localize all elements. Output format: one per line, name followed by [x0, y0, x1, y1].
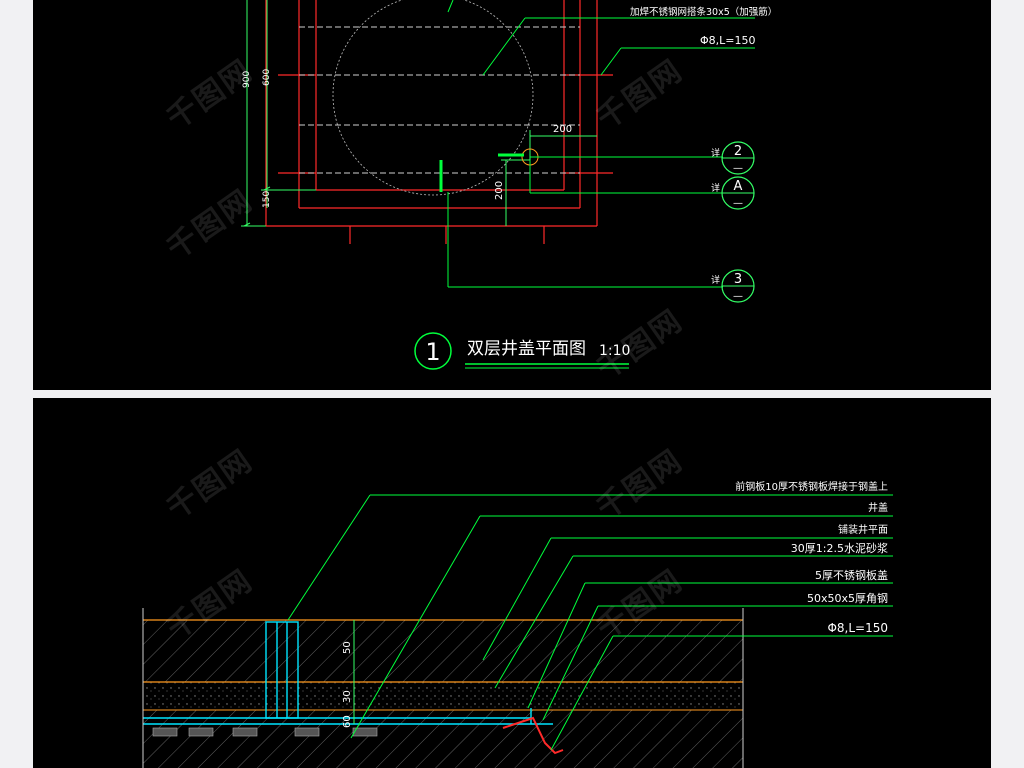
- callout-steel-cover: 5厚不锈钢板盖: [815, 568, 888, 582]
- title-text: 双层井盖平面图: [467, 339, 586, 359]
- callout-rebar: Φ8,L=150: [700, 34, 756, 47]
- base-layer: [143, 710, 743, 768]
- detail-marker-3: 详 3 —: [711, 269, 755, 303]
- detail-marker-prefix: 详: [711, 182, 720, 194]
- callout-top-plate: 前钢板10厚不锈钢板焊接于钢盖上: [735, 480, 888, 493]
- left-dimensions: [241, 0, 316, 227]
- detail-marker-top: A: [734, 179, 743, 194]
- dim-50: 50: [342, 641, 353, 654]
- steel-plates: [143, 621, 553, 725]
- callout-rebar-section: Φ8,L=150: [827, 621, 888, 635]
- title-scale: 1:10: [599, 343, 630, 359]
- plan-view-panel: 900 600 150 200 200 加焊不锈钢网搭条30x5（加强筋）: [33, 0, 991, 390]
- detail-marker-a: 详 A —: [711, 176, 755, 210]
- section-leaders: [287, 494, 893, 751]
- callout-stainless-frame: 加焊不锈钢网搭条30x5（加强筋）: [630, 6, 777, 18]
- detail-marker-2: 详 2 —: [711, 141, 755, 175]
- dim-200-vertical: 200: [494, 181, 505, 200]
- plan-view-drawing: 900 600 150 200 200 加焊不锈钢网搭条30x5（加强筋）: [241, 0, 777, 370]
- title-number: 1: [425, 338, 440, 366]
- detail-marker-prefix: 详: [711, 274, 720, 286]
- paving-layer: [143, 620, 743, 682]
- title-number-circle: [414, 332, 452, 370]
- drawing-title: 1 双层井盖平面图 1:10: [414, 332, 630, 370]
- dim-150: 150: [262, 191, 272, 208]
- detail-marker-bottom: —: [733, 198, 743, 209]
- manhole-opening: [332, 0, 534, 196]
- plan-leaders: [447, 0, 755, 288]
- dim-200-horizontal: 200: [553, 124, 572, 135]
- detail-marker-prefix: 详: [711, 147, 720, 159]
- mortar-layer: [143, 682, 743, 710]
- dim-60: 60: [342, 715, 353, 728]
- section-view-drawing: 50 30 60 前钢板10厚不锈钢板焊接于钢盖上 井盖 铺装井平面 30厚1:…: [142, 480, 893, 768]
- callout-angle-steel: 50x50x5厚角钢: [807, 592, 888, 605]
- callout-paving: 铺装井平面: [838, 523, 888, 536]
- dim-30: 30: [342, 690, 353, 703]
- dim-900: 900: [242, 71, 252, 88]
- cover-frame: [265, 0, 613, 244]
- strap-bars: [299, 26, 580, 174]
- detail-marker-top: 2: [734, 144, 742, 159]
- detail-marker-bottom: —: [733, 291, 743, 302]
- section-view-panel: 50 30 60 前钢板10厚不锈钢板焊接于钢盖上 井盖 铺装井平面 30厚1:…: [33, 398, 991, 768]
- callout-cover: 井盖: [868, 501, 888, 514]
- detail-dimensions: [501, 130, 597, 226]
- detail-marker-top: 3: [734, 272, 742, 287]
- callout-mortar: 30厚1:2.5水泥砂浆: [791, 541, 888, 555]
- anchor-rebar: [502, 716, 564, 755]
- dim-600: 600: [262, 69, 272, 86]
- grating: [152, 727, 378, 737]
- detail-marker-bottom: —: [733, 163, 743, 174]
